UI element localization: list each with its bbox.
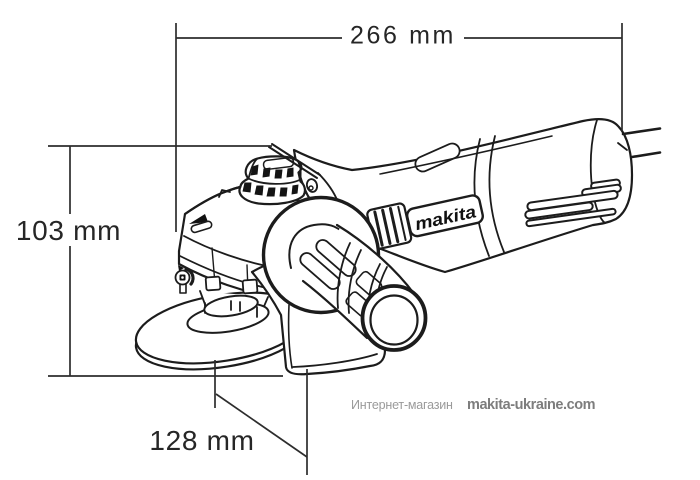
svg-text:Интернет-магазин: Интернет-магазин	[351, 398, 453, 412]
svg-text:266 mm: 266 mm	[350, 22, 456, 50]
svg-text:makita-ukraine.com: makita-ukraine.com	[467, 397, 595, 413]
svg-text:128 mm: 128 mm	[149, 425, 254, 456]
svg-text:103 mm: 103 mm	[16, 215, 121, 246]
